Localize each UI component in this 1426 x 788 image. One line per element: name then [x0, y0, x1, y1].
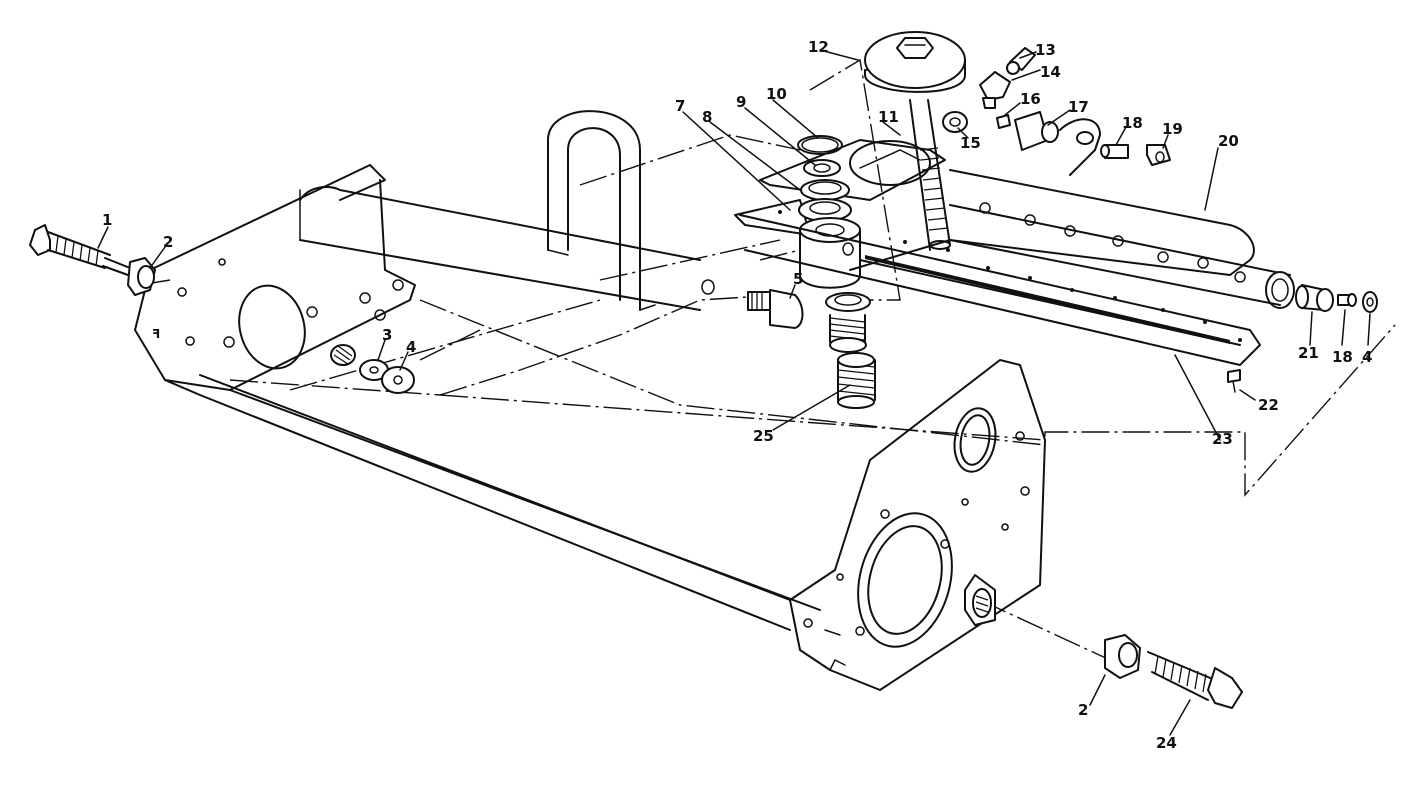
callout-23: 23: [1212, 430, 1233, 448]
callout-13: 13: [1035, 41, 1056, 59]
callout-11: 11: [878, 108, 899, 126]
bottom-bolt: [1104, 634, 1243, 709]
callout-24: 24: [1156, 734, 1177, 752]
callout-22: 22: [1258, 396, 1279, 414]
callout-labels: 1 2 3 4 5 7 8 9 10 11 12 13 14 15 16 17 …: [102, 38, 1372, 752]
callout-7: 7: [675, 97, 685, 115]
fittings: [942, 47, 1171, 176]
washers-3-4: [359, 359, 415, 394]
callout-21: 21: [1298, 344, 1319, 362]
assembly-lines: [139, 58, 1396, 661]
callout-2-bottom: 2: [1078, 701, 1088, 719]
callout-19: 19: [1162, 120, 1183, 138]
callout-8: 8: [702, 108, 712, 126]
right-end-hardware: [1295, 284, 1378, 313]
callout-18-right: 18: [1332, 348, 1353, 366]
callout-18-top: 18: [1122, 114, 1143, 132]
callout-20: 20: [1218, 132, 1239, 150]
leader-lines: [97, 49, 1371, 736]
plug-5: [701, 279, 804, 329]
adjusting-knob: [864, 31, 966, 251]
svg-text:ꟻ: ꟻ: [152, 327, 160, 341]
left-bolt: [29, 224, 156, 296]
callout-12: 12: [808, 38, 829, 56]
callout-14: 14: [1040, 63, 1061, 81]
callout-15: 15: [960, 134, 981, 152]
callout-17: 17: [1068, 98, 1089, 116]
callout-4-left: 4: [406, 338, 416, 356]
callout-25: 25: [753, 427, 774, 445]
callout-2-left: 2: [163, 233, 173, 251]
callout-1: 1: [102, 211, 112, 229]
u-handle: [547, 110, 656, 311]
callout-16: 16: [1020, 90, 1041, 108]
adjuster-assembly: [734, 135, 946, 409]
bedknife-bar: [739, 169, 1295, 393]
callout-3: 3: [382, 326, 392, 344]
frame-housing: ꟻ: [134, 164, 1046, 691]
callout-5: 5: [793, 270, 803, 288]
callout-9: 9: [736, 93, 746, 111]
callout-4-right: 4: [1362, 348, 1372, 366]
callout-10: 10: [766, 85, 787, 103]
